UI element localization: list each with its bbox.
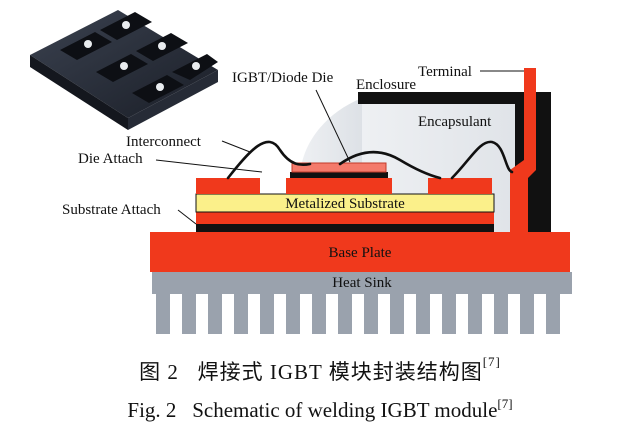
heat-sink-fin: [468, 294, 482, 334]
bond-wires: [226, 140, 514, 180]
heat-sink-fin: [442, 294, 456, 334]
label-igbt-die: IGBT/Diode Die: [232, 70, 334, 86]
label-heat-sink: Heat Sink: [332, 275, 392, 291]
metalized-substrate: [195, 193, 495, 224]
heat-sink-fin: [520, 294, 534, 334]
heat-sink-fin: [156, 294, 170, 334]
igbt-module-schematic: Terminal IGBT/Diode Die Enclosure Encaps…: [30, 10, 572, 334]
substrate-attach: [196, 224, 494, 232]
caption-cn-figure: 图 2: [139, 360, 179, 384]
heat-sink-fin: [260, 294, 274, 334]
label-die-attach: Die Attach: [78, 151, 143, 167]
caption-en-ref: [7]: [497, 396, 513, 411]
heat-sink-fin: [312, 294, 326, 334]
heat-sink-fin: [286, 294, 300, 334]
label-encapsulant: Encapsulant: [418, 114, 492, 130]
heat-sink-fin: [338, 294, 352, 334]
label-terminal: Terminal: [418, 64, 472, 80]
leader-lines: [155, 70, 524, 225]
caption-english: Fig. 2 Schematic of welding IGBT module[…: [0, 396, 640, 423]
caption-en-text: Schematic of welding IGBT module: [192, 398, 498, 422]
caption-en-figure: Fig. 2: [127, 398, 177, 422]
label-metalized-substrate: Metalized Substrate: [285, 196, 405, 212]
heat-sink: [152, 272, 572, 334]
caption-cn-text: 焊接式 IGBT 模块封装结构图: [197, 360, 483, 384]
igbt-module-photo: [30, 10, 218, 130]
heat-sink-fin: [546, 294, 560, 334]
igbt-diode-die: [290, 162, 388, 178]
label-base-plate: Base Plate: [329, 245, 392, 261]
terminal: [510, 68, 536, 232]
heat-sink-fin: [208, 294, 222, 334]
caption-cn-ref: [7]: [482, 354, 501, 369]
copper-pads: [196, 178, 492, 194]
heat-sink-fin: [182, 294, 196, 334]
label-interconnect: Interconnect: [126, 134, 202, 150]
heat-sink-fin: [390, 294, 404, 334]
label-substrate-attach: Substrate Attach: [62, 202, 161, 218]
base-plate: [150, 232, 570, 272]
caption-chinese: 图 2 焊接式 IGBT 模块封装结构图[7]: [0, 354, 640, 386]
heat-sink-fin: [494, 294, 508, 334]
heat-sink-fin: [416, 294, 430, 334]
heat-sink-fin: [234, 294, 248, 334]
label-enclosure: Enclosure: [356, 77, 416, 93]
heat-sink-fin: [364, 294, 378, 334]
